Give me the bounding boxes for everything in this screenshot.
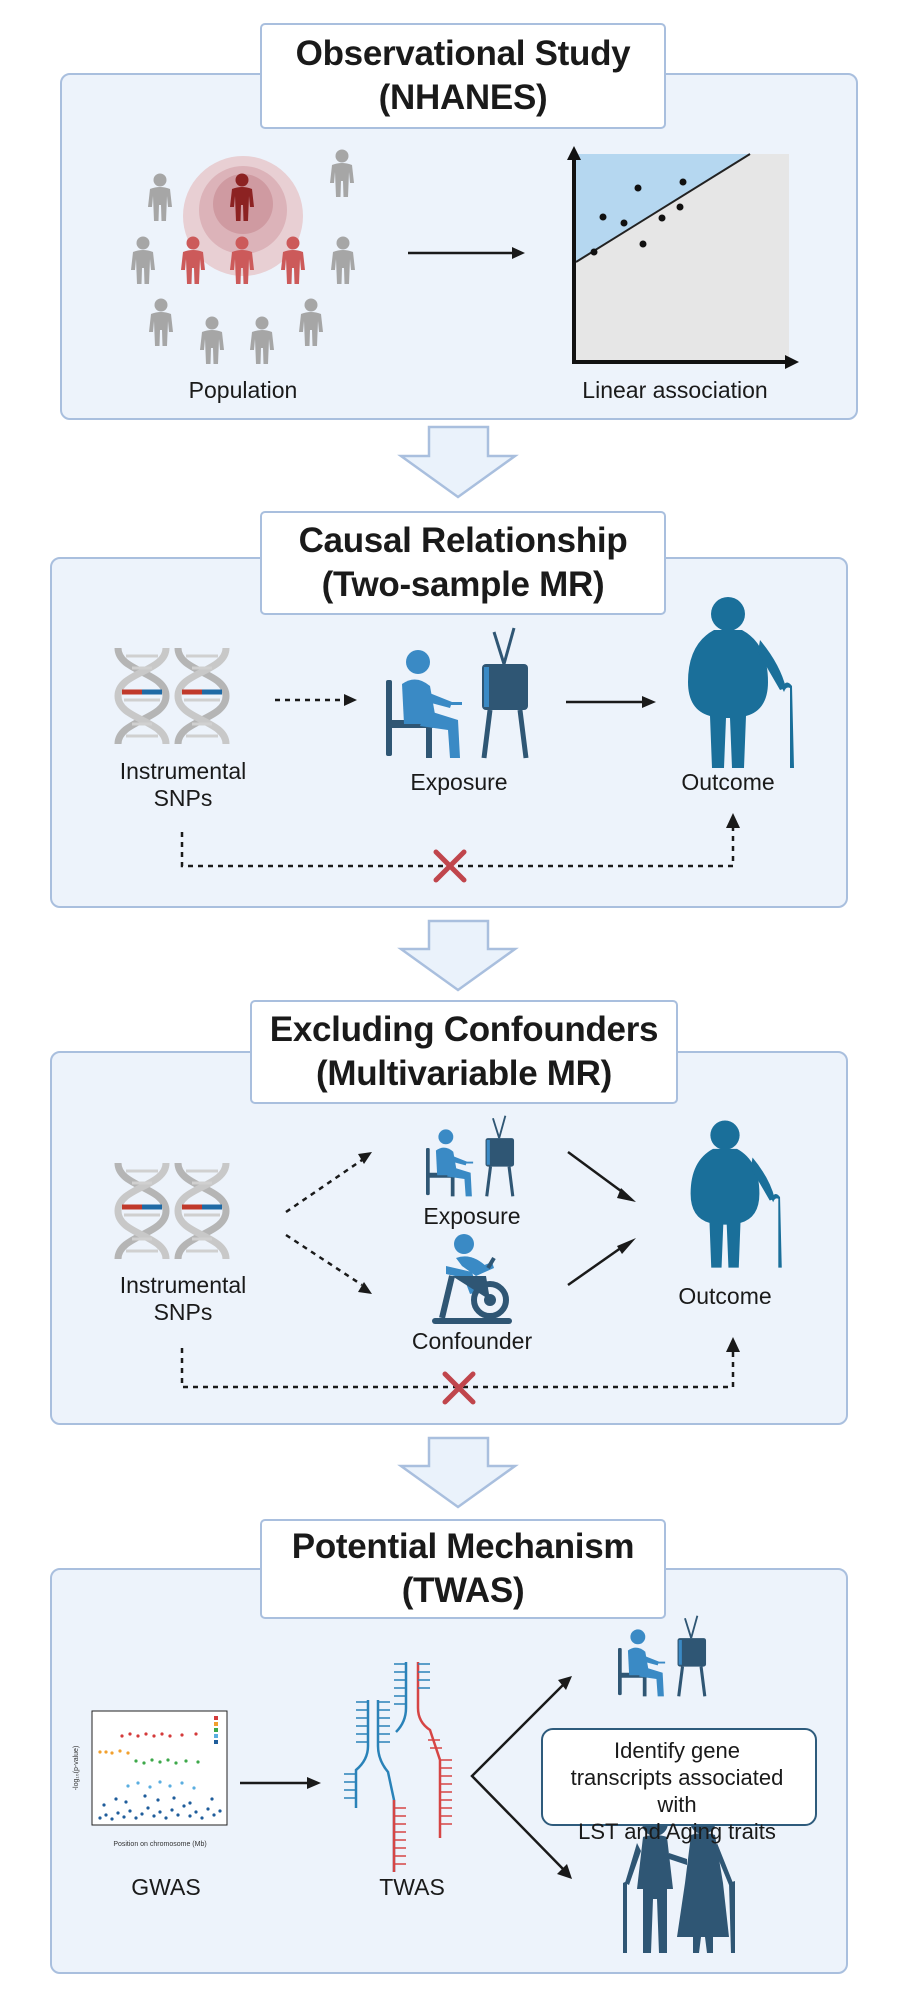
arrow-head (307, 1777, 321, 1789)
exposure-label: Exposure (423, 1203, 521, 1229)
population-label: Population (188, 377, 298, 403)
outcome-label: Outcome (681, 769, 775, 795)
arrow-head (642, 696, 656, 708)
section-title-line: Excluding Confounders (269, 1010, 659, 1049)
transcript-strand-icon (354, 1662, 442, 1872)
observational-study-graphics (131, 146, 799, 369)
arrow-head (344, 694, 357, 706)
snps-label-line: Instrumental (119, 1272, 247, 1298)
causal-relationship-title: Causal Relationship (Two-sample MR) (260, 511, 666, 615)
arrow-head (558, 1676, 572, 1690)
scatter-plot-icon (567, 146, 799, 369)
snps-label-line: SNPs (153, 785, 213, 811)
down-arrow-icon (397, 1436, 519, 1509)
identify-transcripts-text: Identify gene transcripts associated wit… (571, 1737, 784, 1845)
exposure-label: Exposure (410, 769, 508, 795)
outcome-label: Outcome (678, 1283, 772, 1309)
linear-association-label: Linear association (582, 377, 768, 403)
instrumental-snps-label: Instrumental SNPs (120, 1272, 247, 1326)
cross-icon (433, 849, 467, 883)
arrow-head (557, 1864, 572, 1879)
potential-mechanism-title: Potential Mechanism (TWAS) (260, 1519, 666, 1619)
gwas-plot-xlabel: Position on chromosome (Mb) (113, 1841, 206, 1848)
arrow-head (358, 1282, 372, 1294)
down-arrow-icon (397, 425, 519, 499)
excluding-confounders-title: Excluding Confounders (Multivariable MR) (250, 1000, 678, 1104)
note-line: transcripts associated (570, 1765, 784, 1790)
manhattan-plot-icon: Position on chromosome (Mb) -log₁₀(p-val… (73, 1710, 228, 1848)
section-subtitle-line: (TWAS) (401, 1571, 525, 1610)
section-subtitle-line: (NHANES) (378, 78, 548, 117)
down-arrow-icon (397, 919, 519, 992)
note-line: LST and Aging traits (578, 1819, 776, 1844)
arrow-head (726, 1337, 740, 1352)
note-line: Identify gene (614, 1738, 740, 1763)
gwas-plot-ylabel: -log₁₀(p-value) (73, 1746, 80, 1791)
arrow-head (358, 1152, 372, 1164)
causal-relationship-graphics (0, 597, 794, 883)
section-subtitle-line: (Multivariable MR) (315, 1054, 612, 1093)
gwas-label: GWAS (131, 1874, 201, 1900)
arrow-head (512, 247, 525, 259)
section-title-line: Potential Mechanism (291, 1527, 635, 1566)
confounder-label: Confounder (411, 1328, 533, 1354)
identify-transcripts-box (541, 1728, 817, 1826)
note-line: with (657, 1792, 697, 1817)
arrow-head (617, 1238, 636, 1254)
observational-study-title: Observational Study (NHANES) (260, 23, 666, 129)
arrow-head (617, 1188, 636, 1202)
instrumental-snps-label: Instrumental SNPs (120, 758, 247, 812)
excluding-confounders-graphics (0, 1114, 782, 1405)
to-outcome-arrows (567, 1150, 626, 1287)
section-subtitle-line: (Two-sample MR) (321, 565, 605, 604)
snps-label-line: Instrumental (119, 758, 247, 784)
direct-path-dashed (180, 826, 735, 868)
section-title-line: Observational Study (295, 34, 631, 73)
arrow-head (726, 813, 740, 828)
twas-label: TWAS (379, 1874, 445, 1900)
plot-legend-swatch (214, 1716, 218, 1744)
section-title-line: Causal Relationship (298, 521, 628, 560)
snps-label-line: SNPs (153, 1299, 213, 1325)
twas-fork-arrows (470, 1682, 566, 1872)
transcript-rungs (344, 1663, 452, 1865)
cross-icon (442, 1371, 476, 1405)
sedentary-tv-icon (616, 1614, 708, 1698)
